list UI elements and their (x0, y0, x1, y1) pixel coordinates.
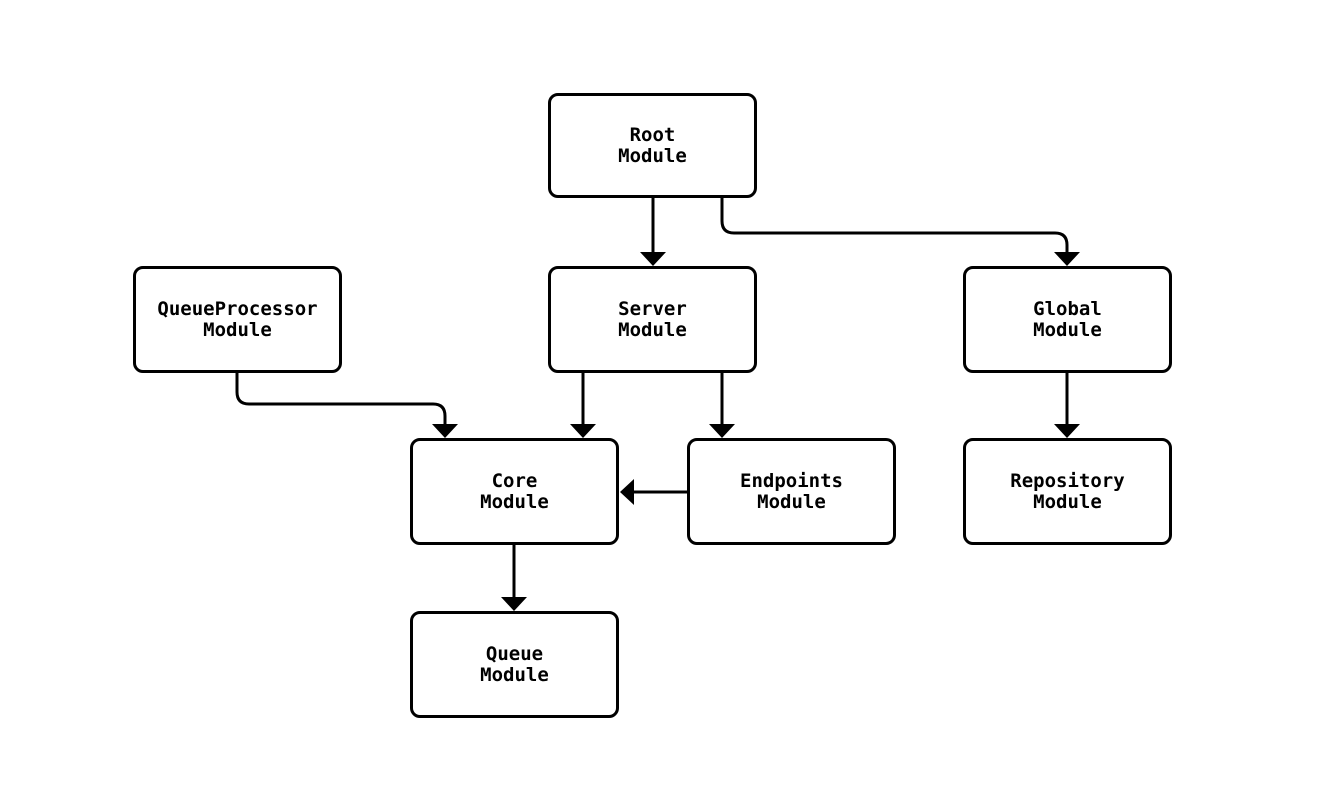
edge-queueprocessor-to-core (235, 373, 447, 425)
arrowhead-root-to-server (640, 252, 666, 266)
arrowhead-root-to-global (1054, 252, 1080, 266)
arrowhead-core-to-queue (501, 597, 527, 611)
node-endpoints-module: Endpoints Module (687, 438, 896, 545)
edge-root-to-global (720, 198, 1069, 253)
node-queue-module: Queue Module (410, 611, 619, 718)
arrowhead-global-to-repository (1054, 424, 1080, 438)
arrowhead-queueprocessor-to-core (432, 424, 458, 438)
arrowhead-server-to-endpoints (709, 424, 735, 438)
node-root-module: Root Module (548, 93, 757, 198)
node-core-module: Core Module (410, 438, 619, 545)
node-global-module: Global Module (963, 266, 1172, 373)
arrowhead-endpoints-to-core (620, 479, 634, 505)
node-queueprocessor-module: QueueProcessor Module (133, 266, 342, 373)
arrowhead-server-to-core (570, 424, 596, 438)
node-repository-module: Repository Module (963, 438, 1172, 545)
node-server-module: Server Module (548, 266, 757, 373)
